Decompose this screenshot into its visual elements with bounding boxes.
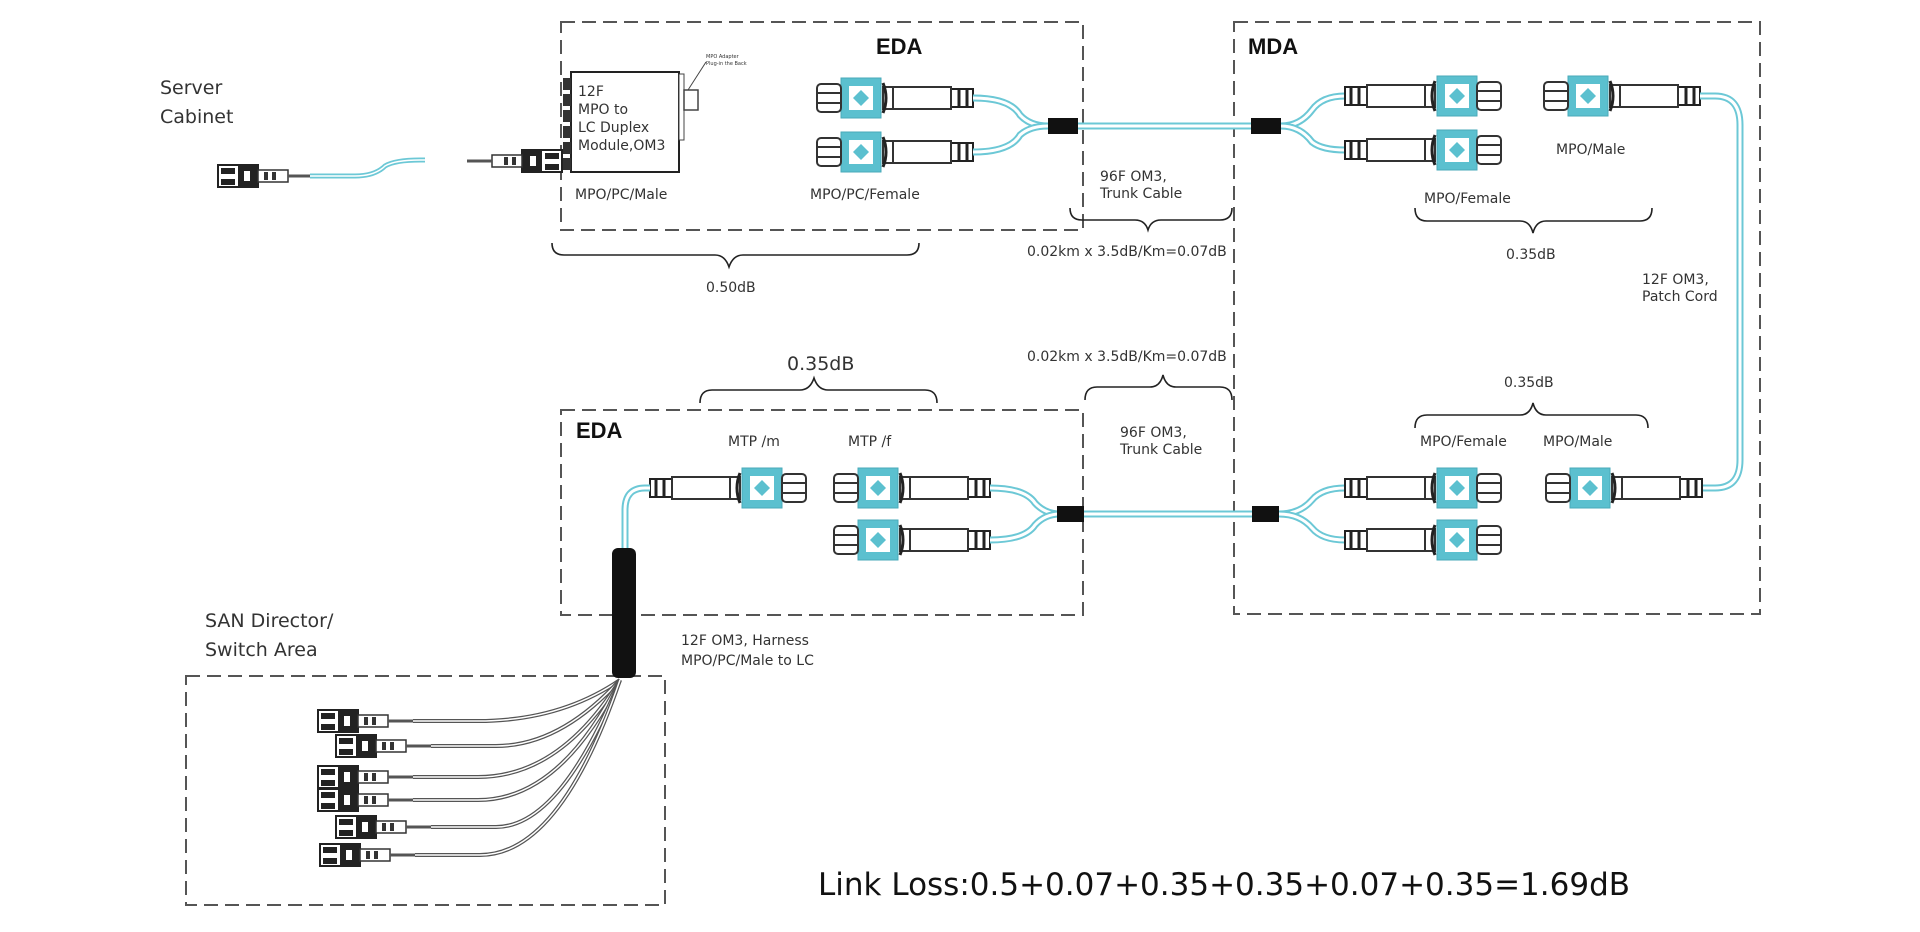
link-loss-formula: Link Loss:0.5+0.07+0.35+0.35+0.07+0.35=1…: [818, 867, 1630, 903]
lc-connector: [316, 787, 415, 813]
mda-title: MDA: [1248, 34, 1298, 59]
mda-top-loss: 0.35dB: [1506, 247, 1556, 263]
lc-connector: [334, 733, 433, 759]
server-cabinet-label-2: Cabinet: [160, 106, 233, 128]
eda-bottom-loss: 0.35dB: [787, 353, 854, 375]
eda-top-loss: 0.50dB: [706, 280, 756, 296]
trunk-top-brace: [1069, 207, 1233, 233]
mda-top-mpo-female-label: MPO/Female: [1424, 191, 1511, 207]
patch-cord: [1700, 92, 1744, 492]
module-callout-1: MPO Adapter: [706, 54, 740, 60]
lc-fiber: [413, 678, 622, 779]
trunk-top-loss: 0.02km x 3.5dB/Km=0.07dB: [1027, 244, 1227, 260]
trunk-cable-top: [972, 92, 1346, 156]
trunk-bottom-loss: 0.02km x 3.5dB/Km=0.07dB: [1027, 349, 1227, 365]
trunk-top-label-2: Trunk Cable: [1099, 186, 1182, 202]
module-line-4: Module,OM3: [578, 138, 665, 154]
breakout-block: [1251, 118, 1281, 134]
eda-bottom-title: EDA: [576, 418, 623, 443]
lc-fiber: [413, 678, 622, 723]
san-lc-connectors: [316, 678, 622, 868]
breakout-block: [1252, 506, 1279, 522]
eda-top-connectors: [815, 76, 975, 174]
eda-bottom-brace: [699, 375, 938, 404]
mda-top-connectors: [1343, 74, 1702, 172]
eda-top-brace: [551, 242, 920, 270]
server-patch-cable: [216, 148, 564, 189]
breakout-block: [1057, 506, 1084, 522]
harness-label-1: 12F OM3, Harness: [681, 633, 809, 649]
eda-bottom-box: [560, 409, 1084, 616]
san-label-1: SAN Director/: [205, 610, 334, 632]
eda-bottom-connectors: [648, 466, 992, 562]
harness-cable: [612, 484, 650, 678]
mda-top-mpo-male-label: MPO/Male: [1556, 142, 1625, 158]
eda-top-box: [560, 21, 1084, 231]
module-line-2: MPO to: [578, 102, 628, 118]
harness-label-2: MPO/PC/Male to LC: [681, 653, 814, 669]
mda-bottom-loss: 0.35dB: [1504, 375, 1554, 391]
harness-breakout: [612, 548, 636, 678]
mtp-f-label: MTP /f: [848, 434, 892, 450]
server-cabinet-label-1: Server: [160, 77, 222, 99]
lc-connector: [316, 764, 415, 790]
trunk-bottom-label-2: Trunk Cable: [1119, 442, 1202, 458]
mda-bottom-mpo-male-label: MPO/Male: [1543, 434, 1612, 450]
mda-top-brace: [1414, 207, 1653, 234]
trunk-cable-bottom: [989, 484, 1346, 544]
breakout-block: [1048, 118, 1078, 134]
mda-bottom-mpo-female-label: MPO/Female: [1420, 434, 1507, 450]
module-line-1: 12F: [578, 84, 604, 100]
san-label-2: Switch Area: [205, 639, 318, 661]
lc-connector: [318, 842, 417, 868]
patch-cord-label-2: Patch Cord: [1642, 289, 1718, 305]
trunk-top-label-1: 96F OM3,: [1100, 169, 1167, 185]
mda-bottom-brace: [1414, 402, 1649, 429]
eda-top-mpo-female-label: MPO/PC/Female: [810, 187, 920, 203]
eda-top-mpo-male-label: MPO/PC/Male: [575, 187, 667, 203]
module-line-3: LC Duplex: [578, 120, 649, 136]
mda-bottom-connectors: [1343, 466, 1704, 562]
trunk-bottom-brace: [1084, 374, 1233, 401]
patch-cord-label-1: 12F OM3,: [1642, 272, 1709, 288]
lc-connector: [316, 708, 415, 734]
lc-fiber: [431, 678, 622, 748]
mda-box: [1233, 21, 1761, 615]
san-box: [185, 675, 666, 906]
lc-connector: [334, 814, 433, 840]
trunk-bottom-label-1: 96F OM3,: [1120, 425, 1187, 441]
module-callout-2: Plug-in the Back: [706, 61, 747, 67]
eda-top-title: EDA: [876, 34, 923, 59]
mtp-m-label: MTP /m: [728, 434, 780, 450]
lc-module: MPO Adapter Plug-in the Back 12F MPO to …: [563, 54, 747, 173]
